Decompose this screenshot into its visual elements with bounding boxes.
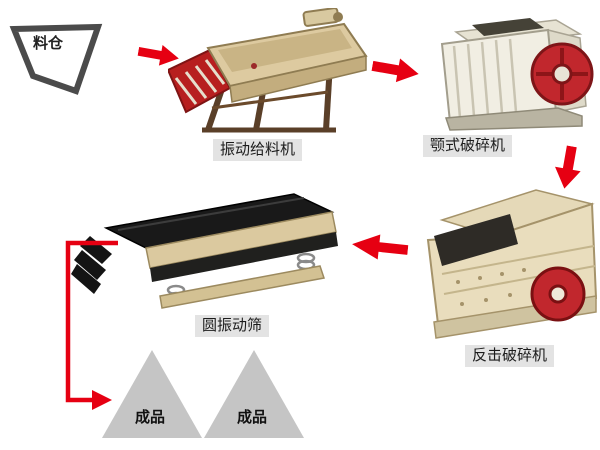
product-right-label: 成品 xyxy=(237,409,268,426)
arrow-impact-to-screen xyxy=(352,234,409,260)
vibrating-feeder-illustration xyxy=(168,8,368,133)
impact-crusher-illustration xyxy=(426,189,598,339)
jaw-crusher-illustration xyxy=(440,18,594,131)
silo-shape xyxy=(9,23,103,95)
product-pile-right xyxy=(204,350,304,438)
flow-line-screen-to-product xyxy=(65,240,118,410)
arrow-feeder-to-jaw xyxy=(371,58,419,83)
vibrating-screen-label: 圆振动筛 xyxy=(195,315,270,337)
vibrating-screen-illustration xyxy=(71,193,338,309)
arrow-silo-to-feeder xyxy=(137,44,179,66)
feeder-label: 振动给料机 xyxy=(213,139,303,161)
product-pile-left xyxy=(102,350,202,438)
arrow-jaw-to-impact xyxy=(555,145,581,189)
jaw-crusher-label: 颚式破碎机 xyxy=(423,135,513,157)
product-left-label: 成品 xyxy=(135,409,166,426)
impact-crusher-label: 反击破碎机 xyxy=(465,345,555,367)
silo-label: 料仓 xyxy=(33,35,64,52)
